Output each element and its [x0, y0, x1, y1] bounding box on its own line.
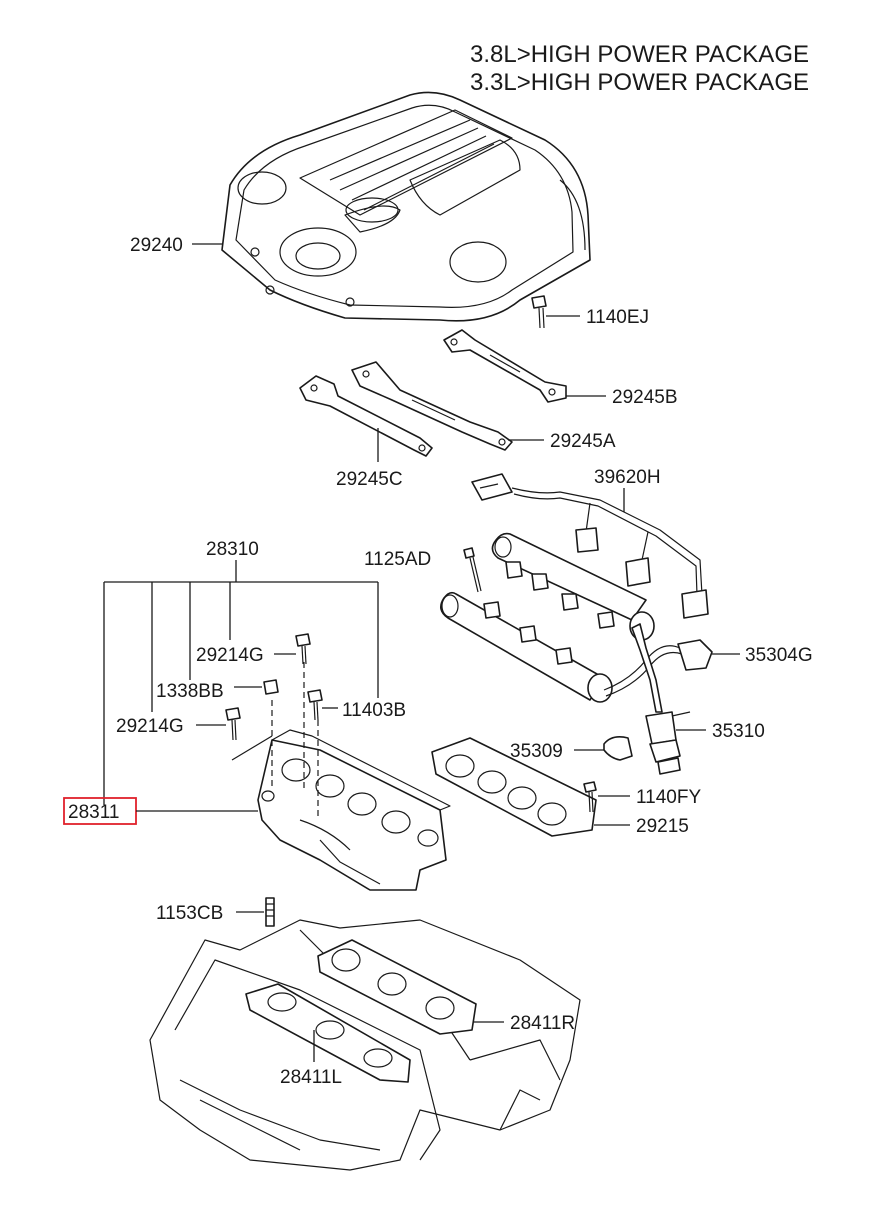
bracket-29245A-part [351, 361, 513, 451]
label-1140EJ: 1140EJ [586, 307, 649, 328]
engine-cover-part [221, 91, 591, 322]
label-29245C: 29245C [336, 469, 403, 490]
wiring-harness-39620H-part [471, 473, 709, 619]
label-28411L: 28411L [280, 1067, 342, 1088]
stud-1153CB-part [265, 897, 275, 927]
bolt-11403B-part [307, 689, 323, 721]
label-35310: 35310 [712, 721, 765, 742]
header-line-2: 3.3L>HIGH POWER PACKAGE [470, 69, 809, 96]
fuel-rail-assembly-part [440, 532, 713, 713]
header-line-1: 3.8L>HIGH POWER PACKAGE [470, 41, 809, 68]
bracket-29245B-part [443, 329, 567, 403]
label-29214G-lower: 29214G [116, 716, 184, 737]
label-28311[interactable]: 28311 [68, 802, 119, 823]
gasket-28411L-part [245, 983, 411, 1083]
label-29215: 29215 [636, 816, 689, 837]
label-29245B: 29245B [612, 387, 678, 408]
bracket-29245C-part [299, 375, 433, 457]
label-1125AD: 1125AD [364, 549, 431, 570]
intake-manifold-28311-part [257, 729, 451, 891]
gasket-28411R-part [317, 939, 477, 1035]
gasket-29215-part [431, 737, 597, 837]
bolt-1140FY-part [583, 781, 597, 813]
label-35304G: 35304G [745, 645, 813, 666]
label-11403B: 11403B [342, 700, 406, 721]
label-35309: 35309 [510, 741, 563, 762]
label-29245A: 29245A [550, 431, 616, 452]
label-28310: 28310 [206, 539, 259, 560]
bolt-29214G-upper-part [295, 633, 311, 665]
bolt-1140EJ-part [531, 295, 547, 329]
label-1338BB: 1338BB [156, 681, 224, 702]
label-1153CB: 1153CB [156, 903, 223, 924]
label-29214G-upper: 29214G [196, 645, 264, 666]
clip-35309-part [603, 736, 633, 761]
bolt-1125AD-part [463, 547, 482, 593]
label-1140FY: 1140FY [636, 787, 701, 808]
engine-block-part [149, 919, 581, 1171]
label-29240: 29240 [130, 235, 183, 256]
label-39620H: 39620H [594, 467, 661, 488]
nut-1338BB-part [263, 679, 279, 695]
bolt-29214G-lower-part [225, 707, 241, 741]
injector-35310-part [645, 711, 691, 775]
label-28411R: 28411R [510, 1013, 575, 1034]
